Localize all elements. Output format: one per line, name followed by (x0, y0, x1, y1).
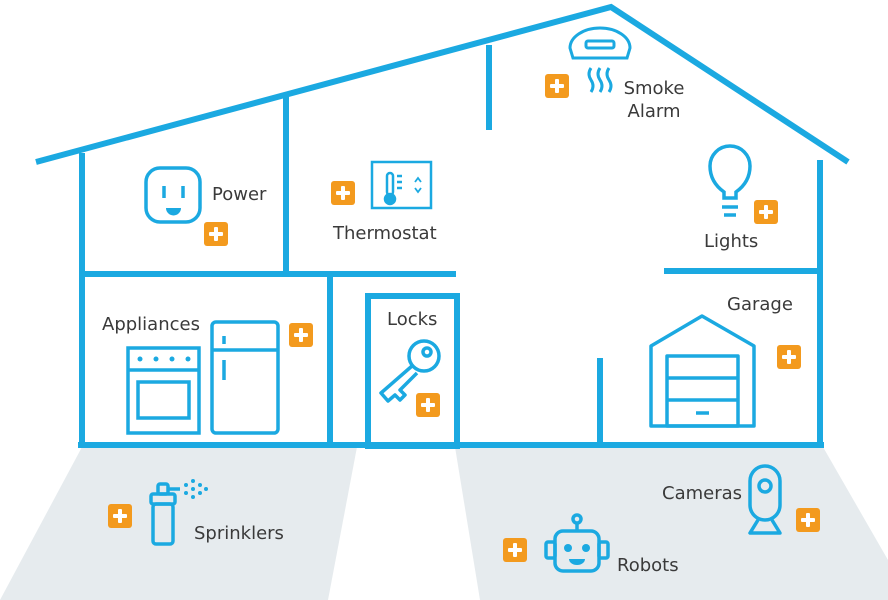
garage-door-icon (649, 314, 756, 428)
cameras-label: Cameras (662, 483, 743, 504)
add-garage-button[interactable] (777, 345, 801, 369)
thermostat-label: Thermostat (333, 223, 437, 244)
add-smoke-alarm-button[interactable] (545, 74, 569, 98)
smoke-alarm-label: Smoke Alarm (622, 77, 686, 124)
sprinklers-label: Sprinklers (194, 523, 284, 544)
key-icon (379, 339, 441, 403)
power-label: Power (212, 184, 267, 205)
garage-label: Garage (727, 294, 793, 315)
oven-and-fridge-icon (126, 320, 280, 435)
smoke-alarm-label-line1: Smoke (623, 78, 685, 99)
sprinkler-icon (149, 479, 208, 546)
smoke-alarm-label-line2: Alarm (627, 101, 681, 123)
light-bulb-icon (708, 144, 752, 217)
house-outline (35, 3, 850, 449)
camera-icon (748, 464, 782, 535)
add-locks-button[interactable] (416, 393, 440, 417)
add-lights-button[interactable] (754, 200, 778, 224)
add-sprinklers-button[interactable] (108, 504, 132, 528)
locks-label: Locks (387, 309, 438, 330)
lights-label: Lights (704, 231, 759, 252)
robot-icon (544, 513, 610, 573)
robots-label: Robots (617, 555, 679, 576)
add-cameras-button[interactable] (796, 508, 820, 532)
appliances-label: Appliances (102, 314, 200, 335)
add-robots-button[interactable] (503, 538, 527, 562)
thermostat-icon (370, 160, 433, 210)
add-power-button[interactable] (204, 222, 228, 246)
ground-left (0, 447, 357, 600)
add-thermostat-button[interactable] (331, 181, 355, 205)
power-outlet-icon (144, 166, 202, 224)
add-appliances-button[interactable] (289, 323, 313, 347)
smoke-alarm-icon (568, 26, 632, 93)
